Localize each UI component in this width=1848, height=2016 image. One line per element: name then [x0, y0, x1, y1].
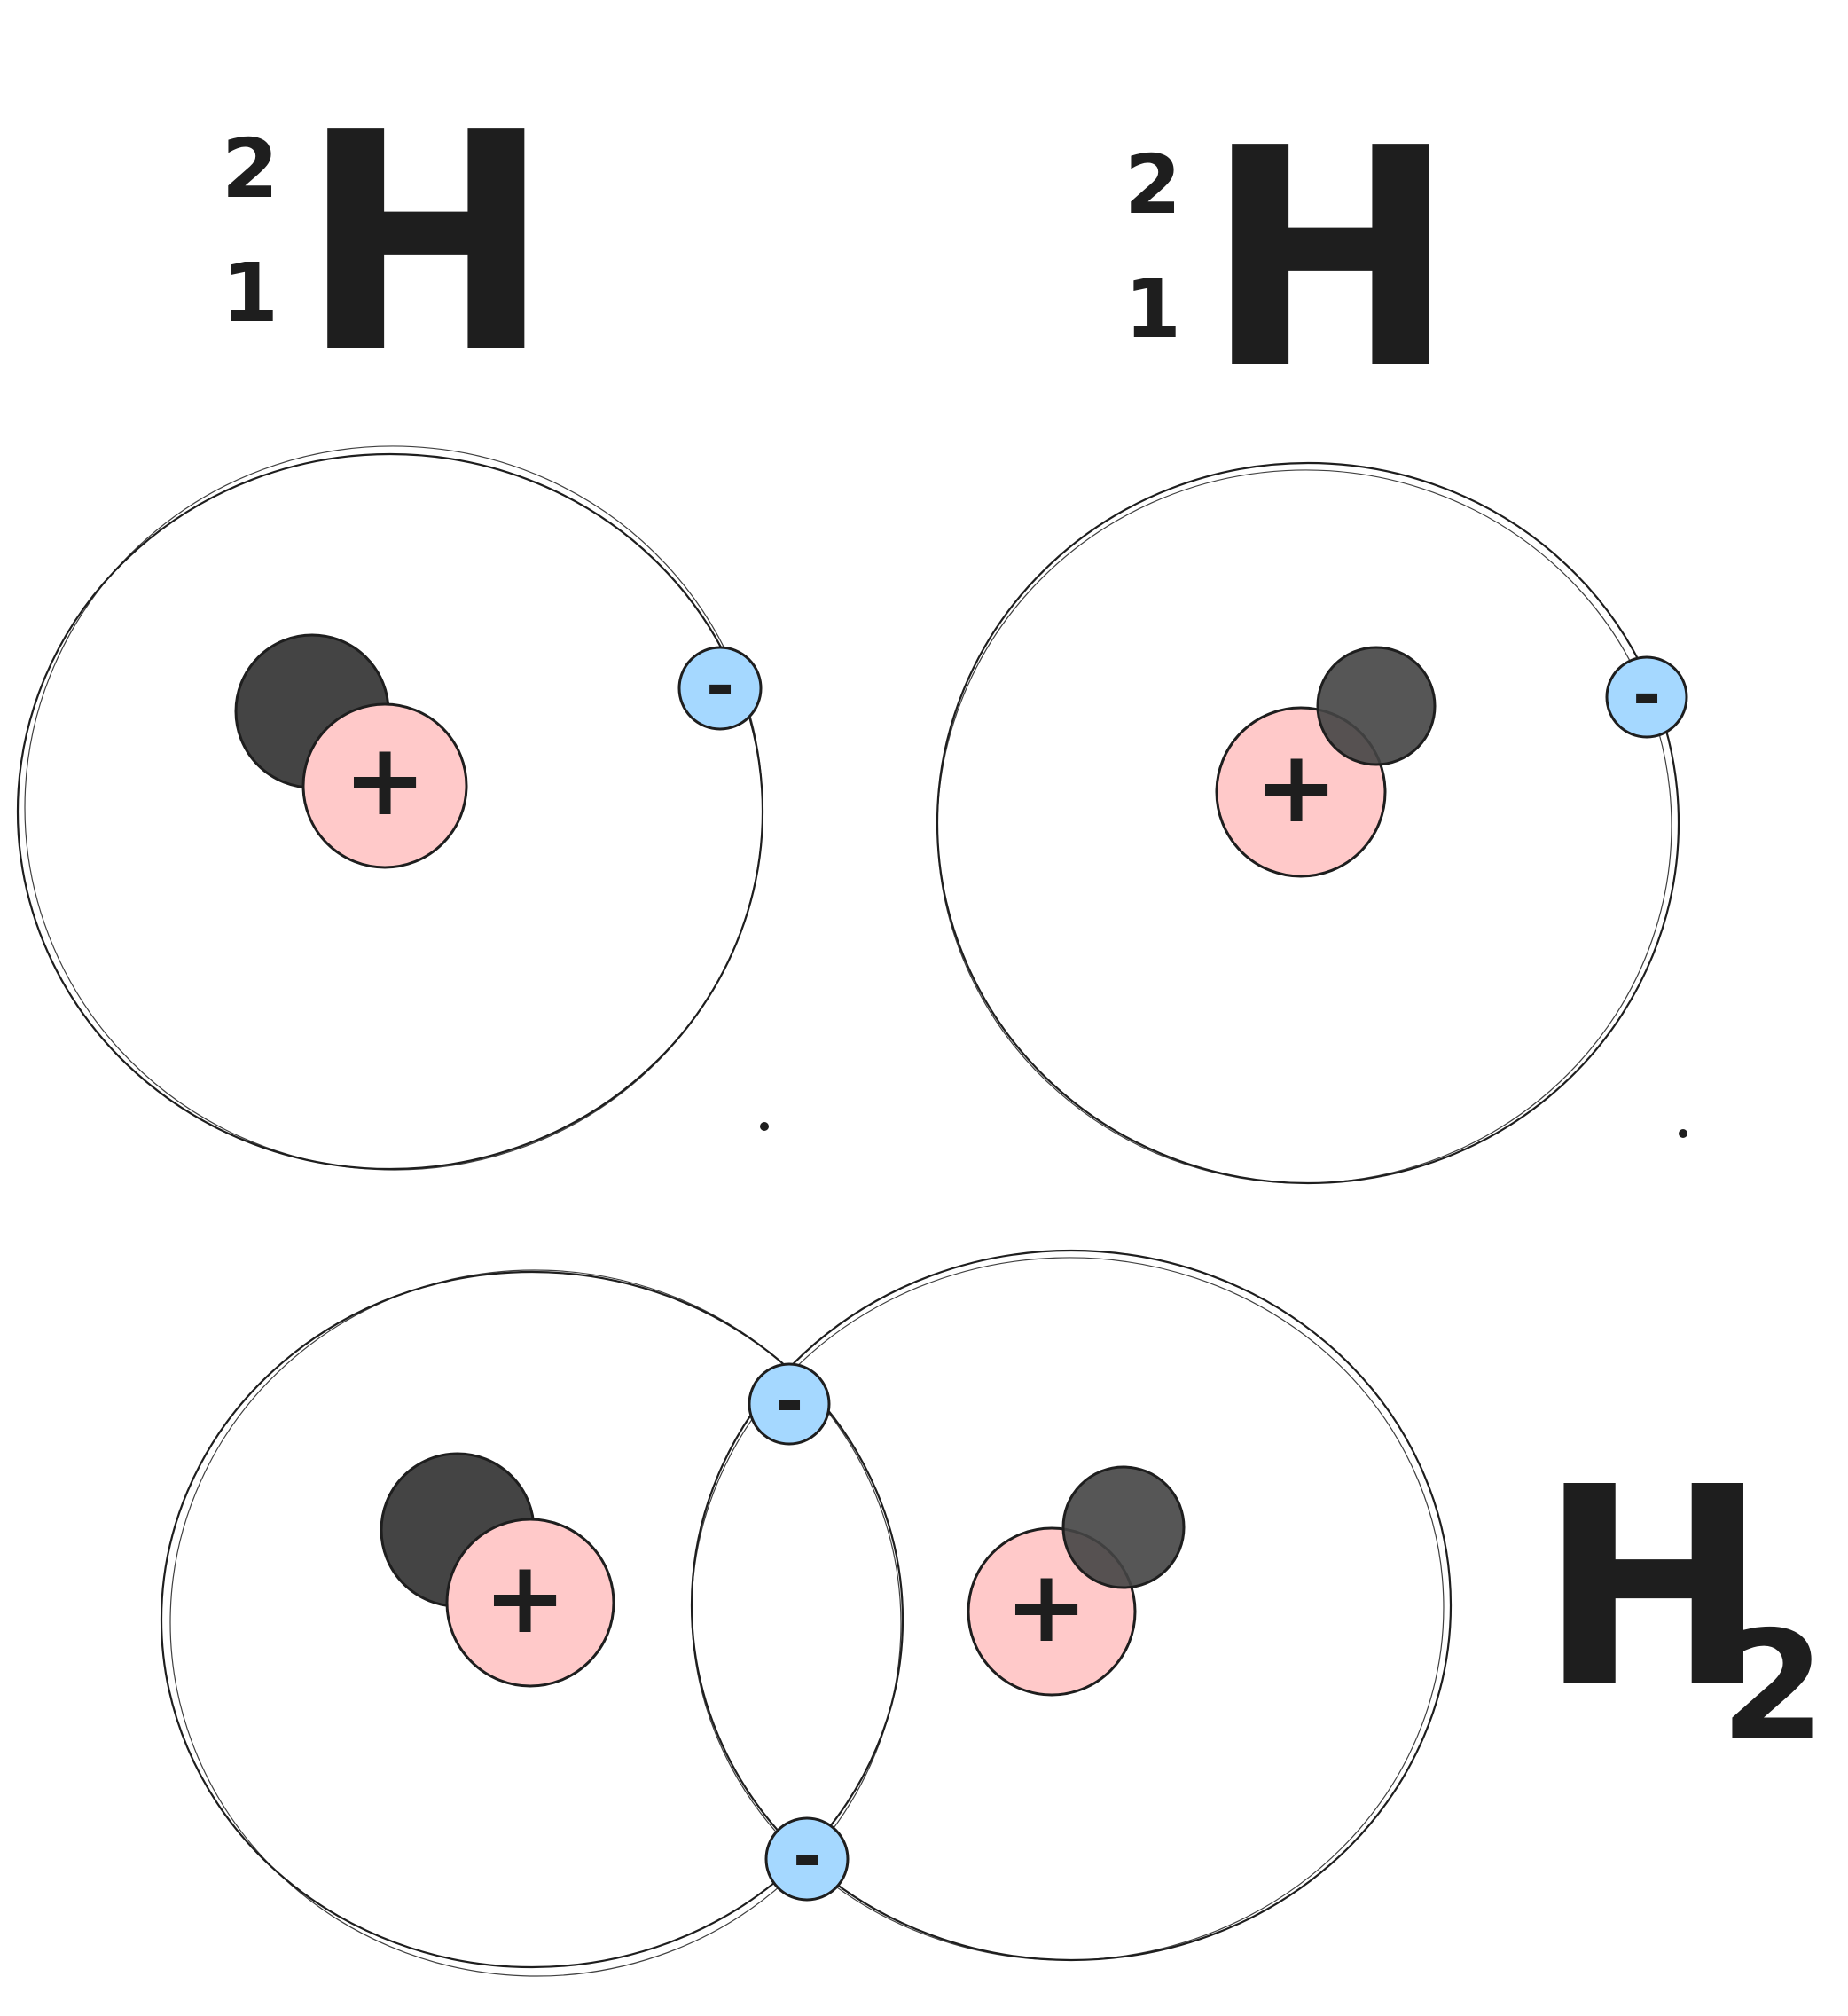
- molecule-right-proton-sign: +: [1005, 1549, 1088, 1665]
- atom-1-proton: [301, 702, 468, 869]
- molecule-left-proton: [445, 1518, 615, 1688]
- atom-1-atomic-number: 1: [222, 246, 278, 341]
- stray-dot: [1679, 1129, 1687, 1138]
- molecule-left-proton-sign: +: [483, 1541, 567, 1656]
- atom-2-orbit: [936, 461, 1680, 1185]
- atom-2-mass-number: 2: [1124, 137, 1181, 232]
- atom-1-proton-sign: +: [343, 723, 427, 838]
- atom-2-neutron: [1316, 646, 1437, 766]
- molecule-right-neutron: [1061, 1465, 1186, 1589]
- molecule-label: H 2: [1539, 1429, 1825, 1775]
- molecule-shared-electron-bottom: [764, 1816, 850, 1902]
- molecule: + + - -: [160, 1249, 1453, 1977]
- atom-1-mass-number: 2: [222, 122, 278, 216]
- atom-1-orbit: [16, 445, 764, 1171]
- molecule-left-orbit: [160, 1269, 904, 1977]
- molecule-right-orbit: [690, 1249, 1453, 1962]
- atom-2-atomic-number: 1: [1124, 262, 1181, 357]
- atom-1-electron: [677, 646, 763, 731]
- atom-1-label: 2 1 H: [222, 68, 552, 420]
- atom-2-label: 2 1 H: [1124, 84, 1457, 435]
- molecule-electron-bottom-sign: -: [793, 1817, 821, 1897]
- atom-2-electron: [1605, 655, 1688, 739]
- atom-2-electron-sign: -: [1633, 655, 1661, 735]
- molecule-shared-electron-top: [748, 1362, 831, 1446]
- stray-dot: [760, 1122, 769, 1131]
- atom-1: + -: [16, 445, 764, 1171]
- atom-1-symbol: H: [300, 68, 552, 420]
- atom-2-symbol: H: [1204, 84, 1457, 435]
- atom-1-electron-sign: -: [706, 647, 734, 726]
- atom-2: + -: [936, 461, 1688, 1185]
- molecule-subscript: 2: [1720, 1599, 1825, 1775]
- molecule-symbol: H: [1539, 1429, 1768, 1749]
- molecule-electron-top-sign: -: [775, 1362, 803, 1442]
- atom-2-proton-sign: +: [1255, 730, 1338, 845]
